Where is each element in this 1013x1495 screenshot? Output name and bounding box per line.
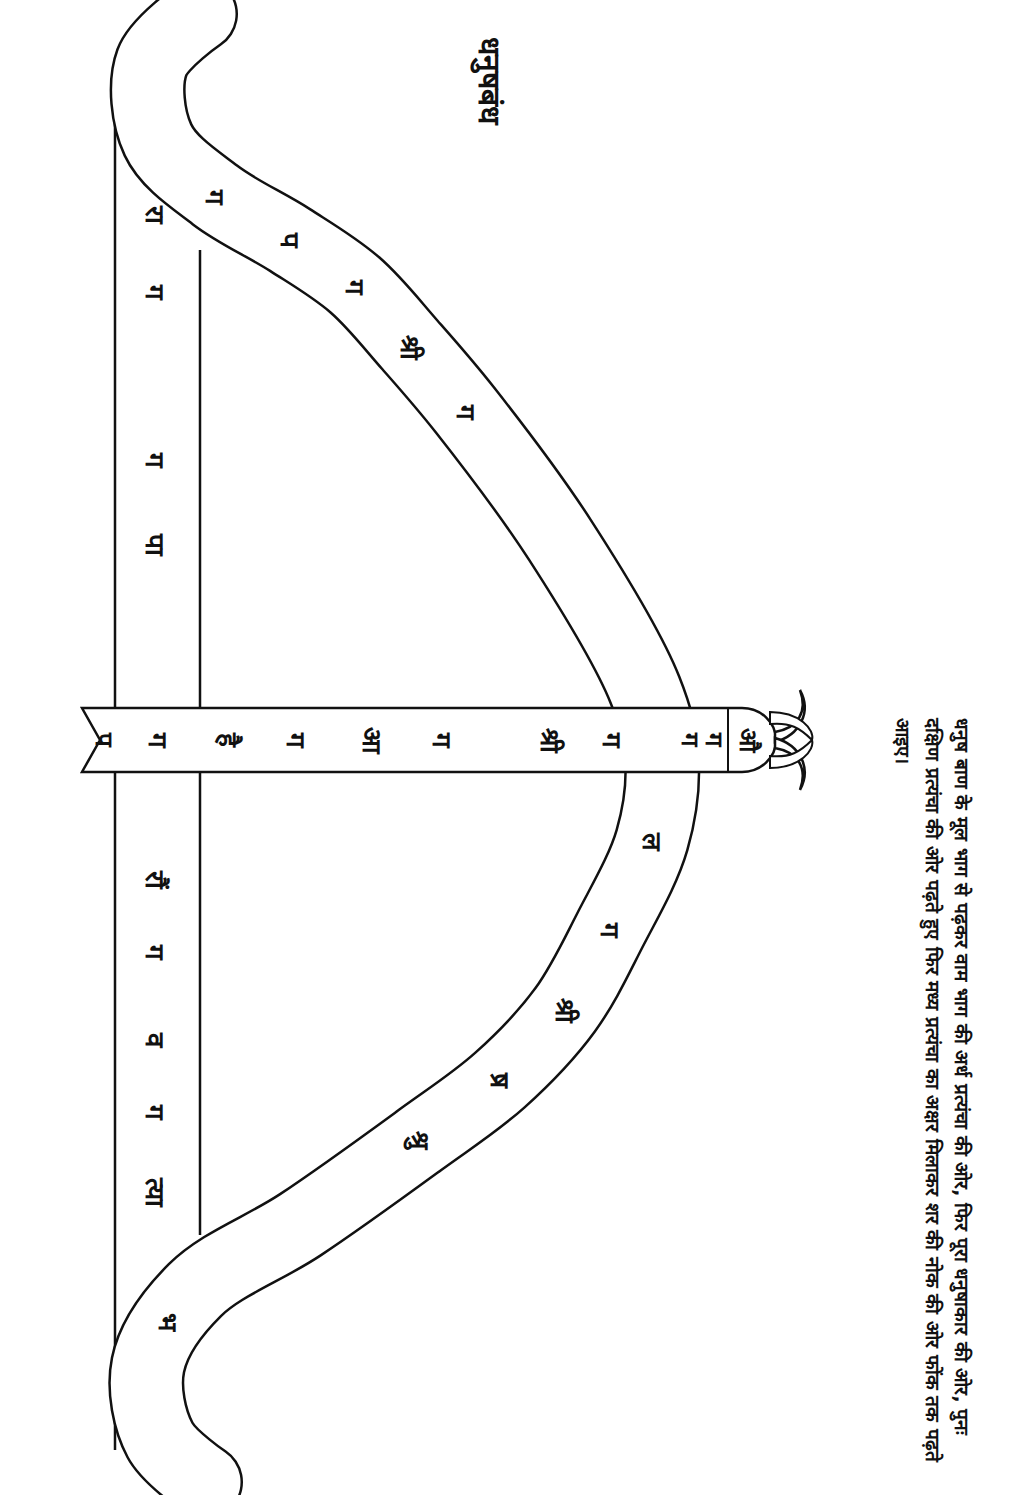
poem-letter: ग	[342, 280, 368, 295]
arrow-shaft	[82, 708, 776, 772]
poem-letter: ग	[597, 923, 623, 938]
arrowhead-crescent	[770, 740, 812, 768]
poem-letter: ग	[142, 453, 168, 468]
poem-letter: भ	[155, 1313, 181, 1331]
poem-letter: प	[277, 233, 303, 248]
arrow-divider	[727, 708, 729, 772]
poem-letter: ष्र	[487, 1073, 513, 1088]
arrowhead-crescent	[770, 712, 812, 740]
poem-letter: व	[142, 1033, 168, 1047]
poem-letter: है	[215, 733, 241, 747]
poem-letter: श्री	[397, 335, 423, 360]
poem-letter: ल	[639, 833, 665, 851]
poem-letter: श्री	[552, 998, 578, 1023]
poem-letter: रौं	[142, 871, 168, 889]
poem-letter: ग	[142, 945, 168, 960]
poem-letter: ग	[429, 733, 455, 748]
poem-letter: प	[92, 733, 116, 747]
poem-letter: ग	[702, 733, 726, 747]
poem-letter: पा	[142, 534, 168, 556]
title: धनुषबंध	[470, 37, 511, 124]
poem-letter: ग	[202, 190, 228, 205]
poem-letter: रा	[142, 206, 168, 224]
poem-letter: त्या	[142, 1178, 168, 1207]
poem-letter: ग	[678, 733, 702, 747]
reading-note: धनुष बाण के मूल भाग से पढ़कर वाम भाग की …	[888, 718, 976, 1478]
poem-letter: ग	[599, 733, 625, 748]
poem-letter: श्री	[537, 728, 563, 753]
poem-letter: औ	[736, 728, 760, 753]
poem-letter: आ	[359, 727, 385, 754]
poem-letter: ग	[142, 1105, 168, 1120]
poem-letter: ग	[453, 405, 479, 420]
poem-letter: ग	[142, 285, 168, 300]
poem-letter: ग	[145, 733, 171, 748]
poem-letter: ग	[283, 733, 309, 748]
poem-letter: श्रु	[407, 1131, 433, 1149]
